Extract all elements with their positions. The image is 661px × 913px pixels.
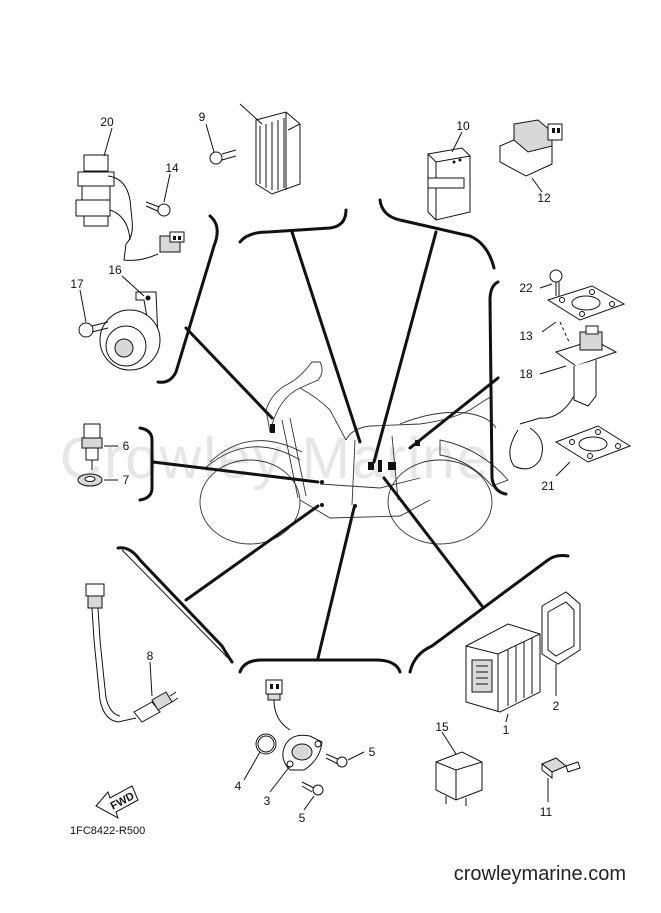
background-watermark: Crowley Marine bbox=[60, 426, 491, 491]
part-1-ecu[interactable] bbox=[465, 623, 541, 713]
callout-6: 6 bbox=[123, 439, 130, 453]
callout-8: 8 bbox=[147, 649, 154, 663]
part-6-sensor[interactable] bbox=[81, 423, 103, 470]
fwd-label: FWD bbox=[109, 790, 137, 812]
callout-19: 18 bbox=[519, 367, 533, 381]
bracket-right bbox=[488, 280, 508, 496]
group-brackets bbox=[116, 198, 570, 674]
callout-20: 13 bbox=[519, 329, 533, 343]
callout-21: 21 bbox=[541, 479, 555, 493]
callout-14: 20 bbox=[100, 115, 114, 129]
bracket-upper-left bbox=[156, 214, 219, 384]
part-22-screw[interactable] bbox=[549, 269, 563, 296]
part-5-screw-a[interactable] bbox=[325, 753, 348, 768]
callout-16: 15 bbox=[435, 720, 449, 734]
front-cowl-outline bbox=[265, 361, 323, 433]
rear-wheel-outline bbox=[387, 459, 493, 545]
callout-13: 12 bbox=[537, 191, 551, 205]
callout-3: 3 bbox=[264, 794, 271, 808]
callout-12: 11 bbox=[540, 805, 553, 819]
part-3-throttle-sensor[interactable] bbox=[265, 679, 323, 771]
part-7-washer[interactable] bbox=[77, 473, 103, 487]
part-13-relay[interactable] bbox=[499, 119, 563, 177]
part-2-cover[interactable] bbox=[541, 591, 581, 665]
callout-2: 2 bbox=[553, 699, 560, 713]
callout-11: 10 bbox=[456, 119, 470, 133]
part-18-bolt[interactable] bbox=[78, 321, 109, 338]
part-9-rectifier-regulator[interactable] bbox=[255, 111, 301, 195]
part-11-relay[interactable] bbox=[427, 147, 471, 221]
part-21-gasket[interactable] bbox=[554, 425, 632, 463]
callout-15: 14 bbox=[165, 161, 179, 175]
part-8-o2-sensor[interactable] bbox=[85, 583, 179, 723]
drawing-code: 1FC8422-R500 bbox=[70, 825, 145, 837]
part-19-fuel-sender[interactable] bbox=[509, 325, 618, 470]
part-4-o-ring[interactable] bbox=[255, 733, 277, 755]
part-12-fuse[interactable] bbox=[541, 757, 581, 780]
rear-cowl-outline bbox=[439, 439, 509, 487]
bracket-top-right bbox=[378, 198, 496, 270]
callout-5-bottom: 5 bbox=[299, 811, 306, 825]
callout-17: 16 bbox=[108, 263, 122, 277]
fwd-arrow-icon: FWD bbox=[95, 785, 139, 820]
bracket-lower-left bbox=[116, 546, 234, 664]
group-leader-lines bbox=[121, 230, 500, 661]
part-16-relay[interactable] bbox=[435, 751, 483, 806]
part-20-plate[interactable] bbox=[546, 285, 626, 345]
part-14-relay-assembly[interactable] bbox=[75, 154, 185, 261]
callout-5-top: 5 bbox=[369, 745, 376, 759]
part-10-bolt[interactable] bbox=[209, 149, 237, 165]
bracket-left bbox=[138, 426, 154, 502]
callout-1: 1 bbox=[503, 723, 510, 737]
site-watermark: crowleymarine.com bbox=[454, 863, 626, 885]
bracket-bottom-center bbox=[238, 658, 402, 674]
callout-18: 17 bbox=[70, 277, 84, 291]
part-5-screw-b[interactable] bbox=[301, 781, 324, 796]
bracket-top-center bbox=[238, 208, 348, 244]
callout-22: 22 bbox=[519, 281, 533, 295]
front-wheel-outline bbox=[199, 459, 301, 545]
callout-4: 4 bbox=[235, 779, 242, 793]
callout-7: 7 bbox=[123, 473, 130, 487]
callout-10: 9 bbox=[199, 110, 206, 124]
part-17-horn[interactable] bbox=[99, 291, 161, 371]
bracket-lower-right bbox=[408, 554, 570, 674]
part-15-screw[interactable] bbox=[145, 201, 171, 217]
